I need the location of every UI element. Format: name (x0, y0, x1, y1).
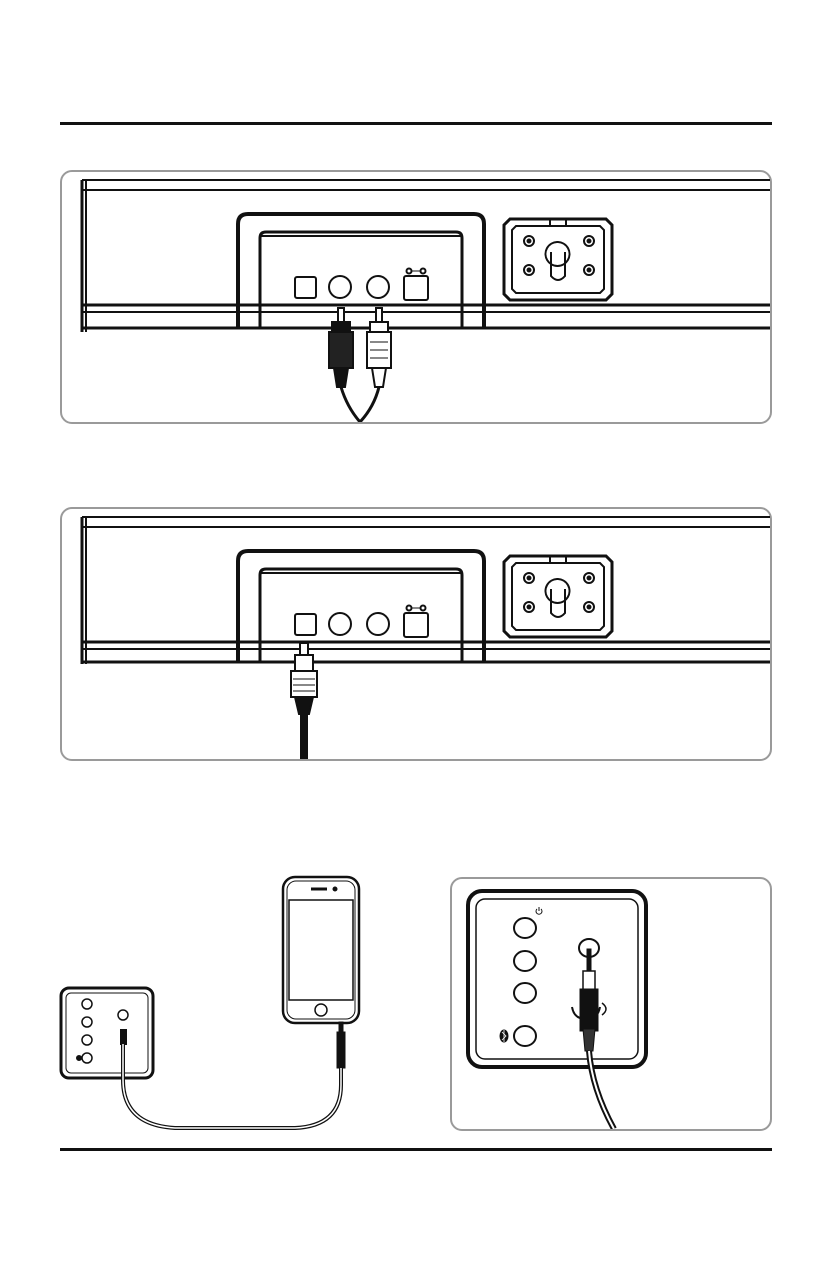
smartphone-icon (283, 877, 359, 1023)
wall-mount-bracket-icon (504, 556, 612, 637)
bluetooth-icon (500, 1030, 508, 1042)
figure-optical-connection (60, 507, 772, 761)
control-panel-icon (61, 988, 153, 1078)
bluetooth-icon-small (77, 1056, 81, 1060)
bottom-rule (60, 1148, 772, 1151)
rca-cable-icon (329, 308, 391, 422)
rca-jack-right-icon (367, 276, 389, 298)
aux-plug-icon (580, 949, 614, 1129)
control-panel-detail (452, 879, 770, 1129)
dc-power-port-icon (404, 276, 428, 300)
top-rule (60, 122, 772, 125)
figure-aux-detail (450, 877, 772, 1131)
figure-aux-connection (55, 870, 375, 1140)
optical-port-icon (295, 277, 316, 298)
optical-cable-icon (291, 643, 317, 759)
rca-jack-left-icon (329, 276, 351, 298)
power-icon (536, 907, 542, 914)
wall-mount-bracket-icon (504, 219, 612, 300)
soundbar-back-optical (62, 509, 770, 759)
soundbar-back-rca (62, 172, 770, 422)
figure-rca-connection (60, 170, 772, 424)
aux-cable-icon (123, 1022, 345, 1128)
